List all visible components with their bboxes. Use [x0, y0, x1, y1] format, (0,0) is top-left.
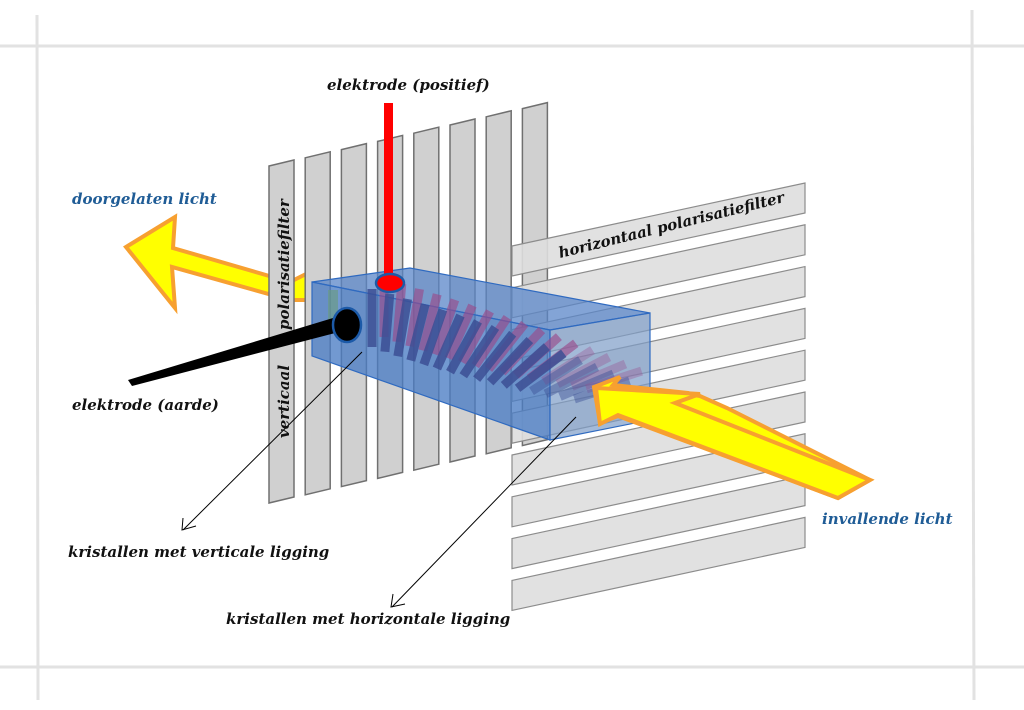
crystal-back — [418, 293, 442, 352]
crystal — [514, 349, 567, 392]
label-crystals-horizontal: kristallen met horizontale ligging — [226, 610, 510, 628]
ground-electrode-contact — [331, 306, 363, 344]
callout-crystals-horizontal — [390, 416, 577, 608]
label-vertical-filter-part1: verticaal — [275, 365, 293, 438]
label-incident-light: invallende licht — [822, 510, 953, 528]
label-crystals-vertical: kristallen met verticale ligging — [68, 543, 329, 561]
frame-line-right — [970, 9, 976, 701]
label-vertical-filter-part2: polarisatiefilter — [275, 198, 293, 330]
crystal-back — [555, 352, 612, 388]
horizontal-filter-strip — [511, 182, 806, 277]
liquid-crystal-cell — [311, 267, 651, 441]
label-electrode-positive: elektrode (positief) — [327, 76, 490, 94]
crystal-back — [444, 303, 477, 361]
horizontal-filter-strip — [511, 516, 806, 612]
horizontal-filter-strip — [511, 474, 806, 570]
crystal-back — [392, 283, 407, 343]
crystal-back — [405, 288, 424, 347]
crystal — [543, 362, 600, 398]
crystal-back — [379, 279, 389, 337]
crystal — [367, 289, 377, 347]
crystal — [432, 313, 465, 371]
crystal — [558, 369, 616, 401]
frame-line-left — [35, 14, 40, 701]
ground-electrode-wire — [128, 318, 339, 386]
liquid-crystals — [367, 279, 643, 404]
crystal — [529, 356, 583, 395]
crystal — [473, 330, 517, 382]
cell-edge-highlight — [328, 290, 338, 322]
crystal — [500, 343, 550, 389]
label-transmitted-light: doorgelaten licht — [72, 190, 217, 208]
crystal — [380, 293, 395, 353]
page-frame — [0, 9, 1024, 701]
crystal — [406, 303, 430, 362]
crystal-back — [431, 298, 460, 357]
crystal — [446, 319, 482, 375]
crystal — [486, 336, 534, 386]
arrowhead-icon — [390, 593, 406, 608]
arrowhead-icon — [181, 517, 197, 531]
incident-light-arrow-body — [593, 385, 875, 501]
callout-crystals-vertical — [181, 351, 363, 531]
vertical-filter-strip — [268, 159, 295, 504]
ground-electrode — [128, 306, 363, 386]
positive-electrode — [374, 103, 406, 294]
label-electrode-ground: elektrode (aarde) — [72, 396, 219, 414]
crystal-back — [541, 346, 595, 385]
crystal-back — [570, 359, 628, 391]
crystal — [393, 298, 412, 357]
positive-electrode-contact — [374, 272, 406, 294]
positive-electrode-wire — [384, 103, 393, 281]
crystal — [459, 324, 500, 379]
crystal — [419, 308, 448, 367]
